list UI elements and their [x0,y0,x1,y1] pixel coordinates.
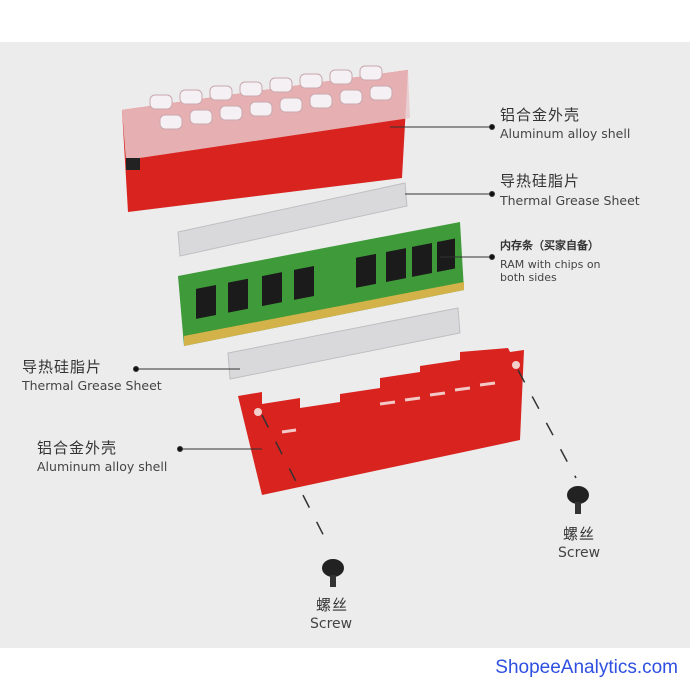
ram-label-en-2: both sides [500,271,557,284]
bottom-sheet-label-en: Thermal Grease Sheet [22,378,162,393]
watermark: ShopeeAnalytics.com [495,657,678,678]
bottom-shell-label-zh: 铝合金外壳 [37,439,118,457]
screw-right-label-zh: 螺丝 [563,525,596,543]
screw-right-icon [567,486,589,514]
top-sheet-label-en: Thermal Grease Sheet [500,193,640,208]
top-thermal-grease-sheet [177,182,408,257]
ram-label-en-1: RAM with chips on [500,258,601,271]
screw-left-label-en: Screw [310,616,353,632]
leader-lines [133,124,495,452]
bottom-aluminum-shell [238,348,524,495]
bottom-sheet-label-zh: 导热硅脂片 [22,358,103,376]
screw-path-right [517,369,577,479]
top-shell-label-zh: 铝合金外壳 [500,106,581,124]
top-sheet-label-zh: 导热硅脂片 [500,172,581,190]
top-shell-label-en: Aluminum alloy shell [500,126,631,141]
screw-left-icon [322,559,344,587]
ram-module [178,222,464,346]
top-aluminum-shell [122,65,410,212]
screw-path-left [261,414,331,549]
screw-left-label-zh: 螺丝 [316,596,349,614]
bottom-shell-label-en: Aluminum alloy shell [37,459,168,474]
bottom-thermal-grease-sheet [227,307,461,380]
screw-right-label-en: Screw [558,545,601,561]
ram-label-zh: 内存条（买家自备） [500,239,599,252]
